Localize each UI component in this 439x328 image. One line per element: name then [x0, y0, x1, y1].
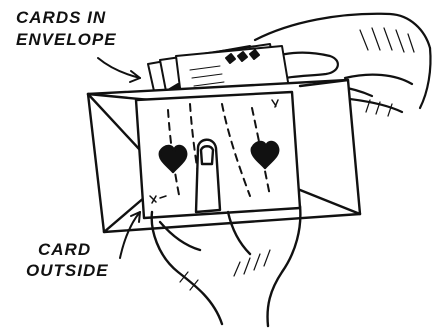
label-cards-in-envelope-line1: CARDS IN [16, 8, 106, 27]
arrow-cards-in-envelope [98, 58, 140, 78]
label-cards-in-envelope-line2: ENVELOPE [16, 30, 117, 49]
label-card-outside-line2: OUTSIDE [26, 261, 109, 280]
label-card-outside-line1: CARD [38, 240, 91, 259]
